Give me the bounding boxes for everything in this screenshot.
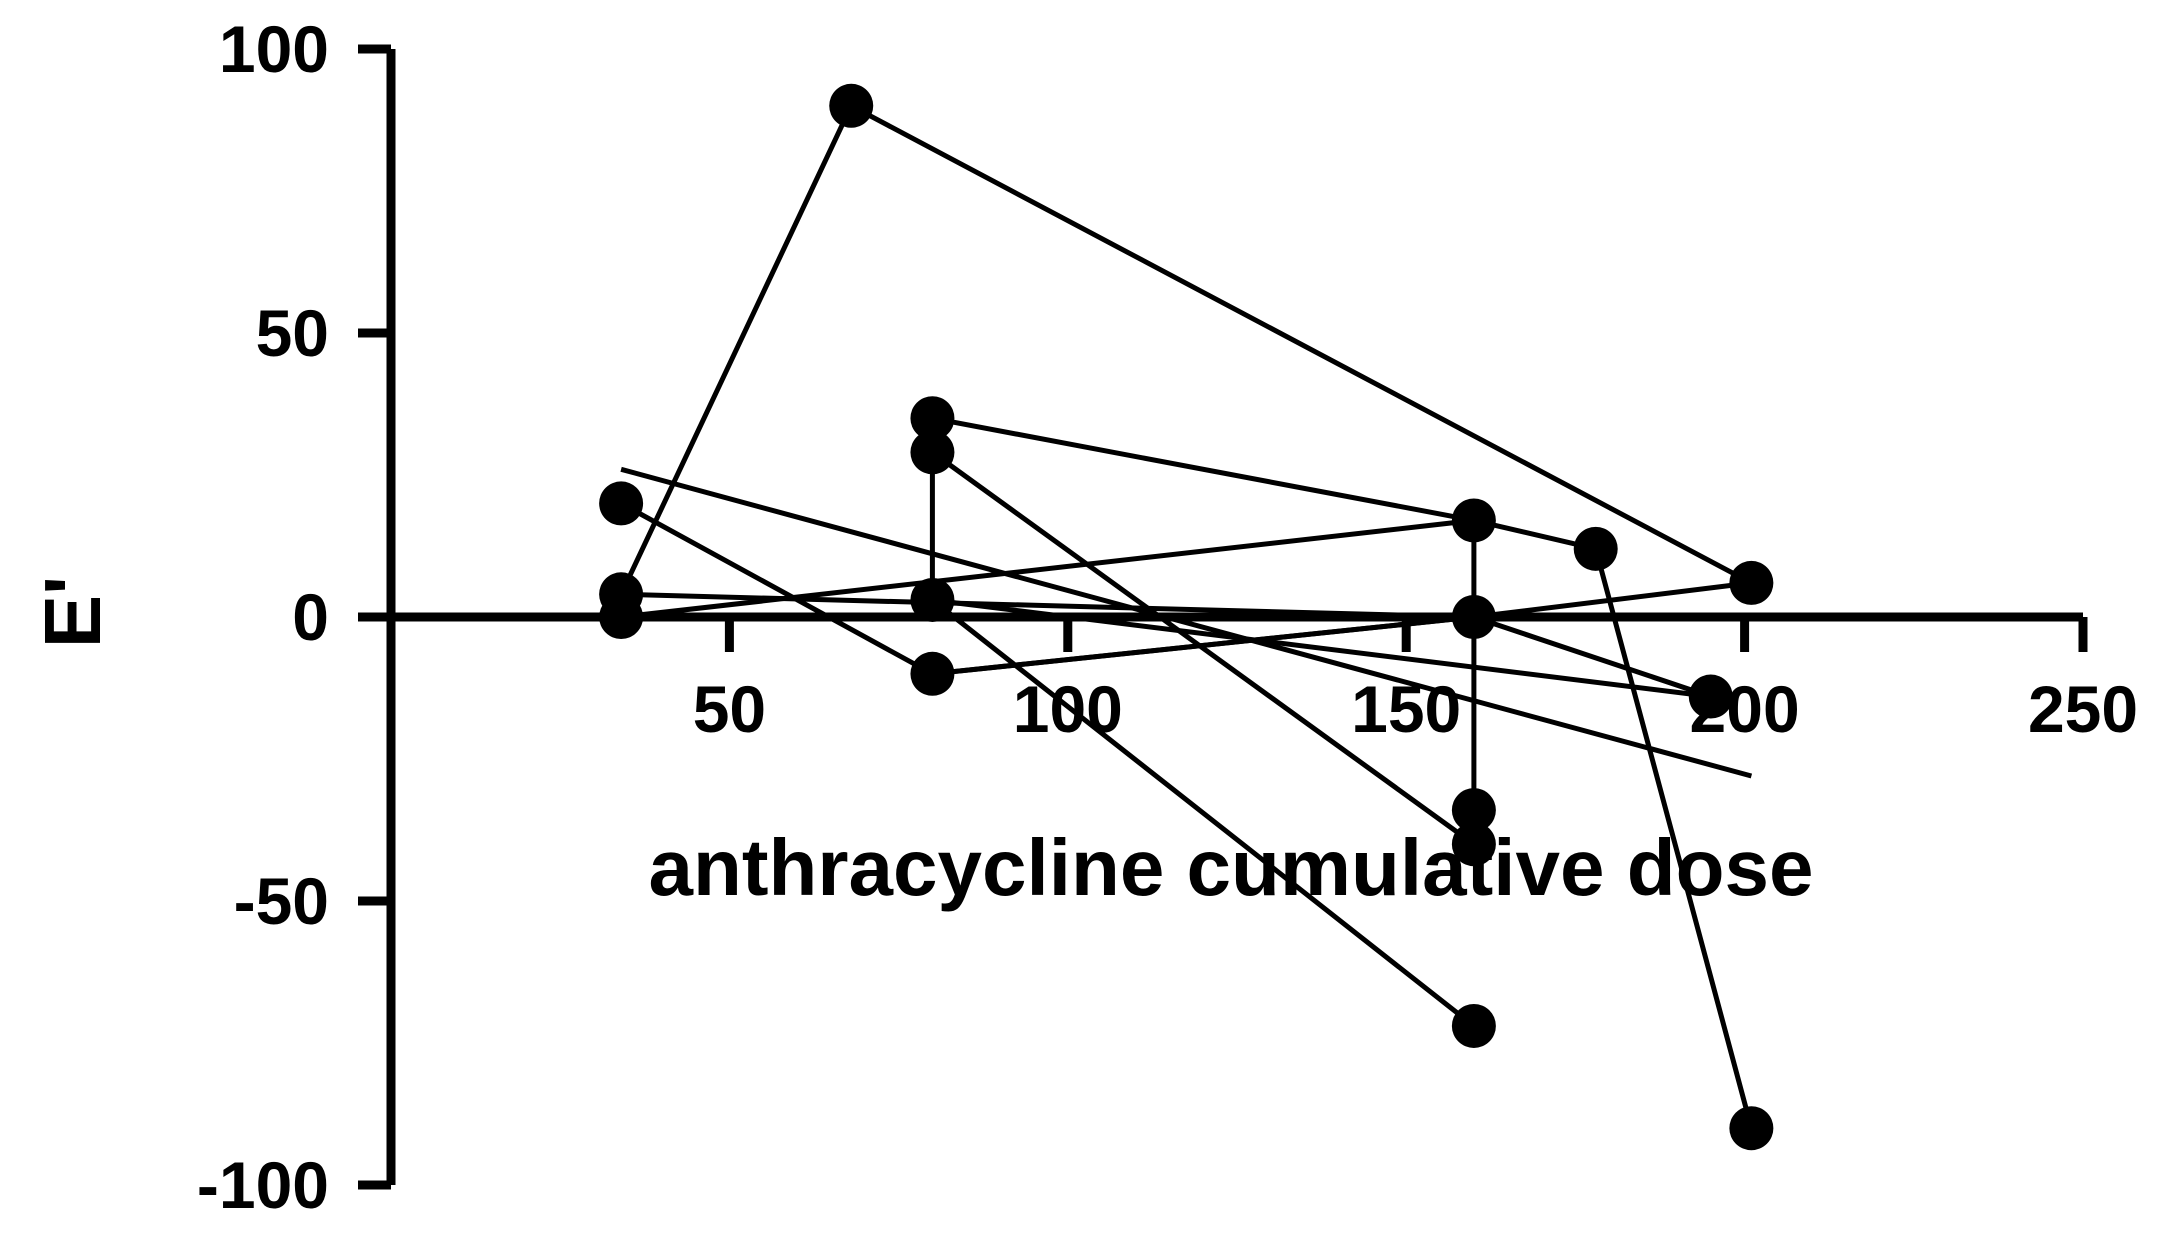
data-point — [829, 83, 874, 128]
data-point — [910, 396, 955, 441]
data-point — [910, 430, 955, 475]
series-line-8 — [620, 466, 1753, 779]
data-point — [1451, 1003, 1496, 1048]
data-point — [1451, 595, 1496, 639]
x-axis-title: anthracycline cumulative dose — [649, 823, 1814, 912]
y-tick-label: -50 — [234, 864, 329, 938]
data-point — [1451, 498, 1496, 543]
x-tick-label: 50 — [693, 672, 766, 746]
data-point — [1573, 526, 1618, 571]
data-point — [1451, 788, 1496, 833]
series-line-5 — [930, 450, 1476, 847]
data-points — [599, 83, 1774, 1151]
data-point — [599, 481, 644, 526]
data-point — [910, 651, 955, 696]
x-tick-label: 250 — [2028, 672, 2138, 746]
data-point — [1729, 560, 1774, 605]
x-tick-label: 150 — [1351, 672, 1461, 746]
series-line-3 — [931, 415, 1754, 1129]
data-point — [1688, 674, 1733, 719]
data-point — [599, 595, 644, 639]
y-axis-title: E' — [28, 576, 117, 648]
series-line-1 — [618, 103, 1753, 596]
y-tick-label: 0 — [292, 580, 329, 654]
y-axis: 100 50 0 -50 -100 — [197, 12, 396, 1222]
series-line-7 — [620, 517, 1475, 620]
data-point — [1451, 822, 1496, 867]
y-tick-label: 50 — [256, 296, 329, 370]
y-tick-label: -100 — [197, 1148, 329, 1222]
x-tick-label: 100 — [1013, 672, 1123, 746]
data-point — [910, 577, 955, 622]
y-tick-label: 100 — [219, 12, 329, 86]
data-point — [1729, 1106, 1774, 1151]
series-line-11 — [932, 580, 1752, 677]
